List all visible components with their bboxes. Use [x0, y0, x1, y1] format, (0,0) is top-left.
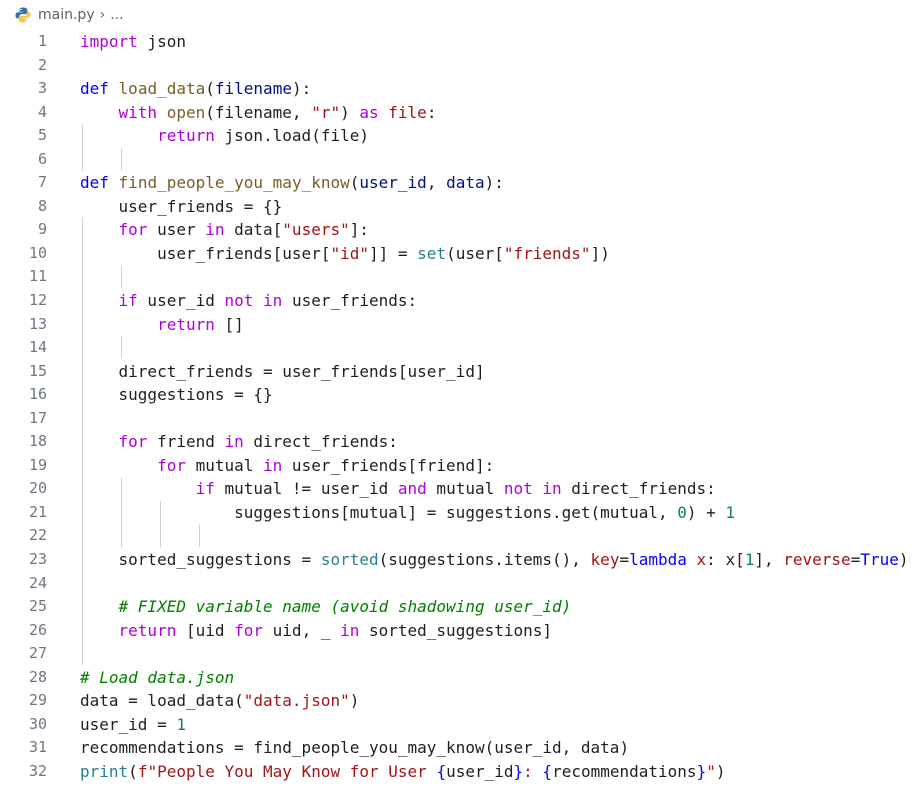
line-number: 1	[37, 32, 47, 50]
code-line: 24	[0, 572, 919, 596]
line-number: 12	[28, 291, 47, 310]
line-number: 23	[28, 550, 47, 569]
code-line: 25 # FIXED variable name (avoid shadowin…	[0, 595, 919, 619]
line-number: 6	[37, 149, 47, 168]
line-number: 30	[28, 714, 47, 733]
indent-guide	[199, 524, 200, 547]
line-number: 14	[28, 338, 47, 357]
indent-guide	[160, 501, 161, 548]
code-line: 8 user_friends = {}	[0, 195, 919, 219]
line-number: 7	[37, 173, 47, 192]
line-number: 21	[28, 502, 47, 521]
line-number: 2	[37, 55, 47, 74]
breadcrumb-file[interactable]: main.py	[38, 7, 95, 23]
code-line: 9 for user in data["users"]:	[0, 218, 919, 242]
code-line: 19 for mutual in user_friends[friend]:	[0, 454, 919, 478]
code-line: 27	[0, 642, 919, 666]
line-number: 9	[37, 220, 47, 239]
line-number: 18	[28, 432, 47, 451]
code-line: 23 sorted_suggestions = sorted(suggestio…	[0, 548, 919, 572]
line-number: 5	[37, 126, 47, 145]
indent-guide	[121, 477, 122, 548]
code-line: 20 if mutual != user_id and mutual not i…	[0, 477, 919, 501]
code-line: 28# Load data.json	[0, 666, 919, 690]
code-line: 2	[0, 54, 919, 78]
code-line: 4 with open(filename, "r") as file:	[0, 101, 919, 125]
line-number: 4	[37, 102, 47, 121]
code-line: 17	[0, 407, 919, 431]
code-line: 15 direct_friends = user_friends[user_id…	[0, 360, 919, 384]
line-number: 27	[28, 644, 47, 663]
line-number: 17	[28, 408, 47, 427]
line-number: 22	[28, 526, 47, 545]
line-number: 25	[28, 597, 47, 616]
code-line: 18 for friend in direct_friends:	[0, 430, 919, 454]
indent-guide	[82, 218, 83, 665]
line-number: 10	[28, 243, 47, 262]
code-line: 22	[0, 524, 919, 548]
code-line: 10 user_friends[user["id"]] = set(user["…	[0, 242, 919, 266]
line-number: 20	[28, 479, 47, 498]
code-line: 6	[0, 148, 919, 172]
code-line: 13 return []	[0, 313, 919, 337]
code-line: 11	[0, 265, 919, 289]
indent-guide	[82, 124, 83, 171]
line-number: 16	[28, 385, 47, 404]
indent-guide	[121, 336, 122, 359]
indent-guide	[121, 148, 122, 171]
line-number: 19	[28, 455, 47, 474]
line-number: 11	[28, 267, 47, 286]
code-line: 5 return json.load(file)	[0, 124, 919, 148]
code-line: 26 return [uid for uid, _ in sorted_sugg…	[0, 619, 919, 643]
indent-guide	[121, 265, 122, 288]
line-number: 8	[37, 196, 47, 215]
code-line: 12 if user_id not in user_friends:	[0, 289, 919, 313]
line-number: 26	[28, 620, 47, 639]
code-line: 14	[0, 336, 919, 360]
line-number: 32	[28, 761, 47, 780]
chevron-right-icon: ›	[99, 7, 106, 23]
line-number: 28	[28, 667, 47, 686]
python-icon	[15, 7, 31, 23]
code-line: 21 suggestions[mutual] = suggestions.get…	[0, 501, 919, 525]
line-number: 13	[28, 314, 47, 333]
breadcrumb: main.py › ...	[0, 0, 919, 30]
line-number: 3	[37, 79, 47, 98]
code-line: 16 suggestions = {}	[0, 383, 919, 407]
line-number: 15	[28, 361, 47, 380]
line-number: 29	[28, 691, 47, 710]
line-number: 31	[28, 738, 47, 757]
breadcrumb-symbols[interactable]: ...	[110, 7, 124, 23]
line-number: 24	[28, 573, 47, 592]
